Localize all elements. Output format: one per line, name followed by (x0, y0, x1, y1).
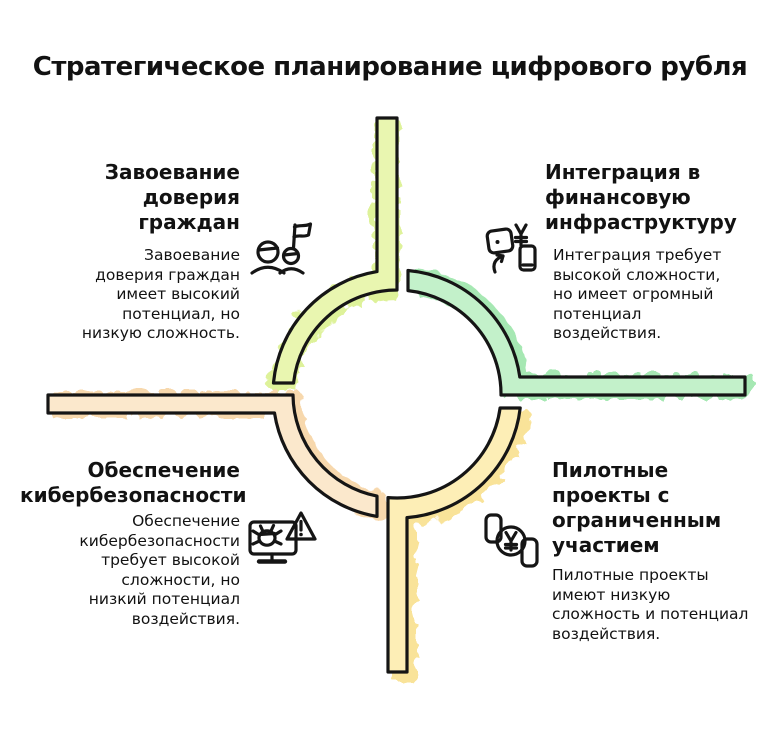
quadrant-integration-body: Интеграция требует высокой сложности, но… (553, 246, 722, 343)
quadrant-trust-heading: Завоевание доверия граждан (104, 160, 240, 234)
currency-exchange-icon (485, 223, 537, 274)
quadrant-integration-heading: Интеграция в финансовую инфраструктуру (545, 160, 737, 234)
quadrant-cybersecurity-body: Обеспечение кибербезопасности требует вы… (79, 512, 240, 628)
quadrant-pilots-body: Пилотные проекты имеют низкую сложность … (552, 566, 749, 643)
page-title: Стратегическое планирование цифрового ру… (32, 52, 748, 82)
cybersecurity-threat-icon (248, 511, 317, 564)
quadrant-trust-body: Завоевание доверия граждан имеет высокий… (81, 246, 240, 343)
quadrant-pilots-heading: Пилотные проекты с ограниченным участием (552, 458, 722, 557)
citizens-flag-icon (250, 222, 313, 275)
quadrant-cybersecurity-heading: Обеспечение кибербезопасности (20, 458, 247, 507)
pilot-payment-icon (484, 513, 539, 568)
